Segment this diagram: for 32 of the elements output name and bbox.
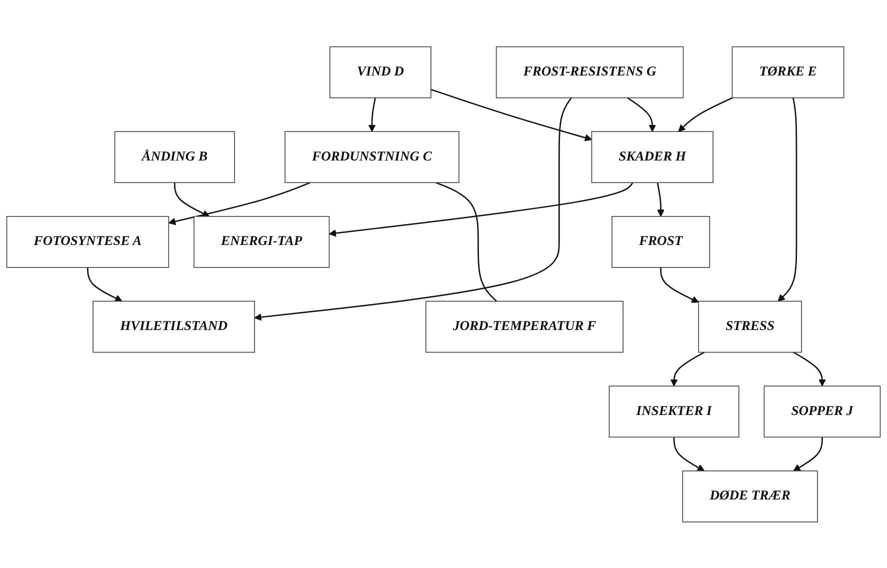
arrow — [678, 96, 733, 132]
arrow — [328, 182, 634, 236]
arrow — [778, 97, 798, 302]
arrow — [87, 267, 122, 302]
arrow — [627, 96, 656, 132]
node-box: HVILETILSTAND — [92, 300, 255, 352]
node-box: JORD-TEMPERATUR F — [425, 300, 624, 352]
arrow — [174, 182, 210, 216]
node-box: ENERGI-TAP — [194, 216, 330, 268]
node-box: FOTOSYNTESE A — [6, 216, 170, 268]
arrow — [670, 351, 705, 386]
node-box: SOPPER J — [764, 385, 881, 438]
arrow — [656, 182, 665, 216]
arrow — [254, 97, 572, 320]
node-box: FROST — [612, 216, 710, 268]
node-box: ÅNDING B — [114, 130, 235, 183]
arrow — [793, 351, 826, 386]
node-box: DØDE TRÆR — [682, 470, 818, 522]
node-box: VIND D — [329, 46, 432, 98]
arrow — [430, 88, 592, 141]
node-box: SKADER H — [591, 130, 714, 183]
arrow — [673, 436, 705, 471]
node-box: FROST-RESISTENS G — [496, 46, 684, 98]
arrow — [368, 97, 376, 132]
node-box: FORDUNSTNING C — [284, 130, 460, 183]
node-box: INSEKTER I — [608, 385, 740, 438]
connector — [436, 182, 498, 302]
node-box: TØRKE E — [732, 46, 844, 98]
arrow — [660, 267, 699, 302]
arrow — [168, 182, 310, 225]
arrow — [793, 436, 823, 471]
node-box: STRESS — [698, 300, 802, 352]
